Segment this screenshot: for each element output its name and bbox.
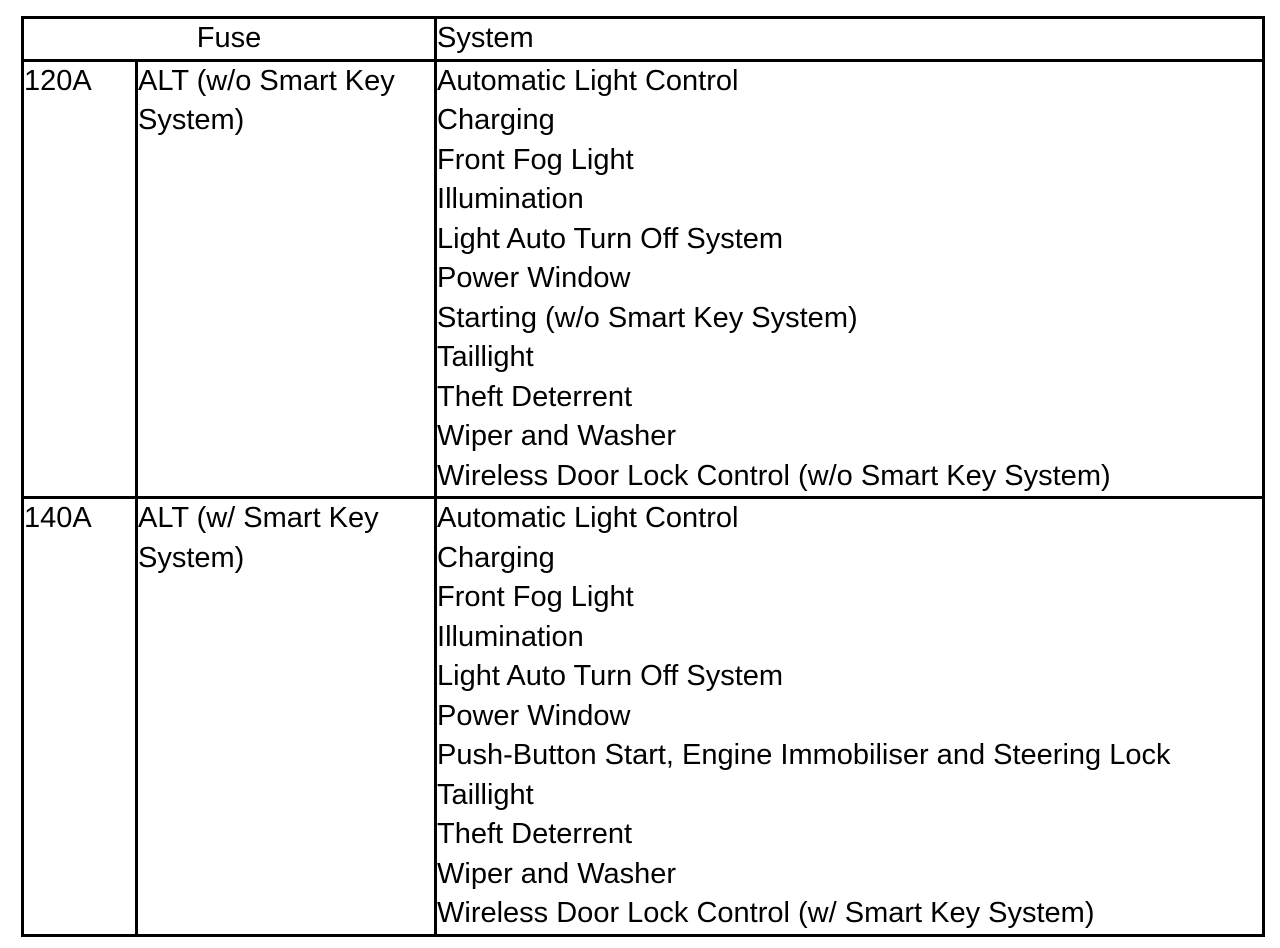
fuse-description-cell: ALT (w/o Smart Key System)	[134, 58, 438, 499]
list-item: Taillight	[437, 341, 534, 373]
list-item: Power Window	[437, 699, 631, 732]
column-header-fuse: Fuse	[20, 16, 438, 62]
list-item: Illumination	[437, 620, 584, 653]
list-item: Light Auto Turn Off System	[437, 660, 784, 692]
list-item: Front Fog Light	[437, 581, 634, 613]
list-item: Light Auto Turn Off System	[437, 222, 784, 255]
header-row: Fuse System	[20, 16, 1266, 62]
system-list: Automatic Light Control Charging Front F…	[437, 499, 1262, 934]
fuse-description-cell: ALT (w/ Smart Key System)	[134, 496, 438, 937]
fuse-amperage-cell: 140A	[21, 496, 138, 937]
fuse-system-table: Fuse System 120A ALT (w/o Smart Key Syst…	[20, 16, 1266, 937]
list-item: Theft Deterrent	[437, 818, 633, 850]
table-body: 120A ALT (w/o Smart Key System) Automati…	[21, 58, 1266, 937]
list-item: Theft Deterrent	[437, 380, 633, 413]
list-item: Wiper and Washer	[437, 857, 677, 890]
list-item: Wireless Door Lock Control (w/o Smart Ke…	[437, 459, 1111, 492]
list-item: Charging	[437, 541, 555, 574]
list-item: Power Window	[437, 262, 631, 294]
system-list-cell: Automatic Light Control Charging Front F…	[434, 496, 1266, 937]
list-item: Automatic Light Control	[437, 502, 739, 534]
system-list-cell: Automatic Light Control Charging Front F…	[434, 58, 1266, 499]
list-item: Automatic Light Control	[437, 64, 739, 97]
list-item: Starting (w/o Smart Key System)	[437, 301, 858, 334]
system-list: Automatic Light Control Charging Front F…	[437, 62, 1262, 497]
table-header: Fuse System	[20, 16, 1266, 62]
list-item: Charging	[437, 104, 555, 136]
list-item: Front Fog Light	[437, 143, 634, 176]
table-row: 140A ALT (w/ Smart Key System) Automatic…	[21, 496, 1266, 937]
list-item: Push-Button Start, Engine Immobiliser an…	[437, 739, 1171, 771]
fuse-amperage-cell: 120A	[21, 58, 138, 499]
table-row: 120A ALT (w/o Smart Key System) Automati…	[21, 58, 1266, 499]
list-item: Wiper and Washer	[437, 420, 677, 452]
column-header-system: System	[434, 16, 1266, 62]
list-item: Wireless Door Lock Control (w/ Smart Key…	[437, 897, 1095, 929]
list-item: Illumination	[437, 183, 584, 215]
list-item: Taillight	[437, 778, 534, 811]
